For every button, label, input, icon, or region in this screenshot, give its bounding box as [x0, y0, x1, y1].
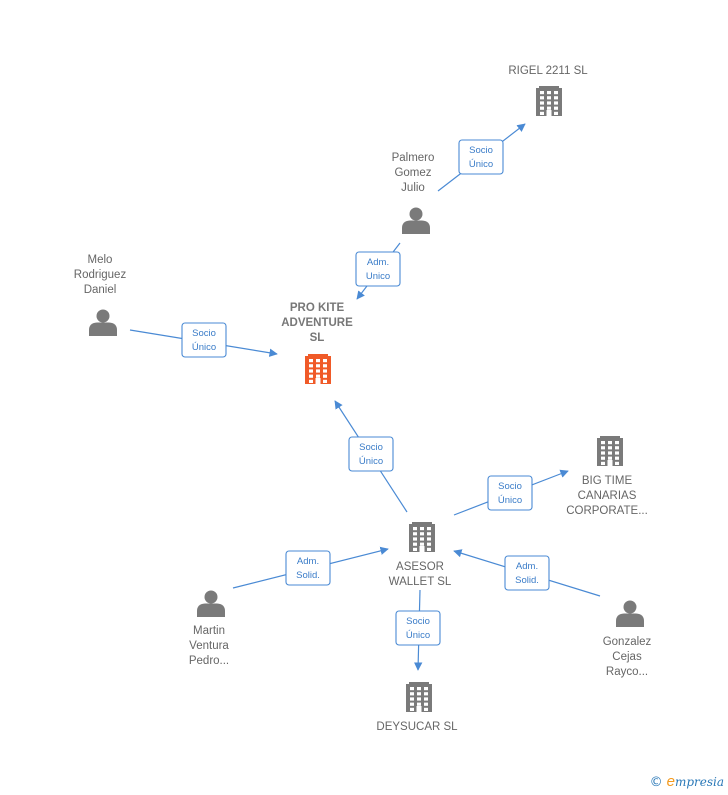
node-label-line: Palmero [392, 152, 435, 164]
edge-label-box[interactable]: Adm. Solid. [504, 555, 550, 591]
edges-layer: SocioÚnicoAdm.UnicoSocioÚnicoSocioÚnicoS… [129, 123, 601, 671]
node-deysucar[interactable]: DEYSUCAR SL [376, 682, 458, 733]
person-icon [197, 590, 225, 617]
node-label-line: PRO KITE [290, 302, 345, 314]
node-label-line: Daniel [84, 284, 117, 296]
node-bigtime[interactable]: BIG TIME CANARIAS CORPORATE... [566, 436, 648, 517]
edge-label-line: Socio [498, 481, 522, 492]
edge-label-line: Único [359, 456, 383, 467]
node-asesor[interactable]: ASESOR WALLET SL [389, 522, 452, 588]
edge-label-line: Solid. [515, 575, 539, 586]
node-gonzalez[interactable]: GonzalezCejasRayco... [603, 600, 652, 679]
edge-label-box[interactable]: Adm. Solid. [285, 550, 331, 586]
node-label-line: Cejas [612, 651, 642, 663]
node-label-line: ADVENTURE [281, 317, 353, 329]
node-label-line: Martin [193, 625, 225, 637]
node-label-line: CORPORATE... [566, 505, 648, 517]
edge-label-line: Único [406, 630, 430, 641]
brand-name: mpresia [674, 775, 724, 789]
node-martin[interactable]: MartinVenturaPedro... [189, 590, 230, 668]
person-icon [616, 600, 644, 627]
edge-label-line: Socio [469, 145, 493, 156]
node-label-line: Gonzalez [603, 636, 652, 648]
node-pro-kite[interactable]: PRO KITE ADVENTURE SL [281, 302, 353, 384]
edge-label-box[interactable]: Adm. Unico [355, 251, 401, 287]
edge-palmero-prokite: Adm. Unico [355, 242, 401, 300]
edge-label-line: Solid. [296, 570, 320, 581]
node-label-line: SL [310, 332, 325, 344]
edge-label-line: Adm. [367, 257, 389, 268]
node-label-line: Melo [88, 254, 113, 266]
building-icon [597, 436, 623, 466]
building-icon [536, 86, 562, 116]
node-label-line: Rayco... [606, 666, 648, 678]
node-label-line: Pedro... [189, 655, 229, 667]
node-label-line: BIG TIME [582, 475, 633, 487]
node-label-line: ASESOR [396, 561, 444, 573]
edge-label-line: Unico [366, 271, 390, 282]
person-icon [89, 309, 117, 336]
node-label-line: WALLET SL [389, 576, 452, 588]
node-label-line: Ventura [189, 640, 229, 652]
edge-martin-asesor: Adm. Solid. [232, 546, 389, 589]
edge-label-line: Adm. [516, 561, 538, 572]
brand-initial: e [666, 773, 675, 790]
edge-label-line: Único [192, 342, 216, 353]
nodes-layer: PRO KITE ADVENTURE SL RIGEL 2211 SL PalmeroG… [74, 65, 652, 733]
building-icon [409, 522, 435, 552]
node-label-line: CANARIAS [578, 490, 637, 502]
node-label-line: Rodriguez [74, 269, 127, 281]
edge-label-line: Socio [406, 616, 430, 627]
node-label-line: Gomez [394, 167, 431, 179]
edge-label-line: Único [498, 495, 522, 506]
node-rigel[interactable]: RIGEL 2211 SL [508, 65, 588, 116]
node-label-line: DEYSUCAR SL [376, 721, 458, 733]
building-icon [406, 682, 432, 712]
person-icon [402, 207, 430, 234]
edge-label-line: Socio [359, 442, 383, 453]
edge-label-line: Socio [192, 328, 216, 339]
node-label-line: RIGEL 2211 SL [508, 65, 588, 77]
node-label-line: Julio [401, 182, 425, 194]
edge-label-line: Único [469, 159, 493, 170]
footer-brand: ©empresia [650, 773, 724, 790]
building-icon [305, 354, 331, 384]
edge-label-line: Adm. [297, 556, 319, 567]
edge-gonzalez-asesor: Adm. Solid. [453, 549, 601, 597]
copyright-symbol: © [649, 775, 663, 790]
